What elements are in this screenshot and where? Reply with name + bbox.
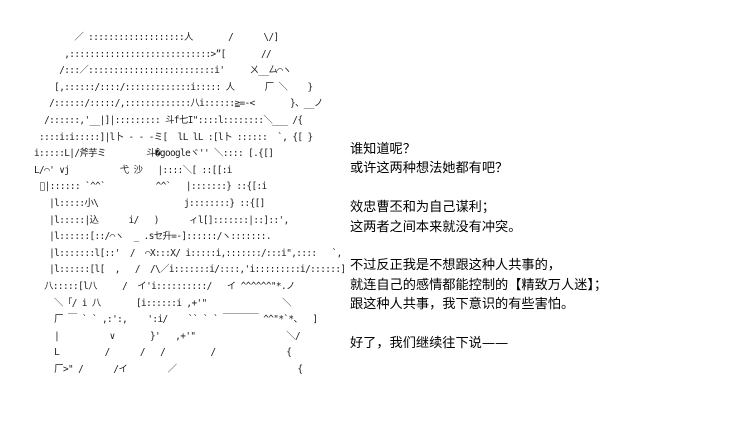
dialogue-paragraph: 效忠曹丕和为自己谋利； 这两者之间本来就没有冲突。 <box>350 198 730 237</box>
ascii-art-line: |l:::::::l[::' / ⌒X:::X/ i:::::i,:::::::… <box>34 247 342 259</box>
ascii-art-line: /:::／:::::::::::::::::::::::::i' ㄨ__厶⌒ヽ <box>34 65 292 77</box>
ascii-art-line: ＼「/ i 八 [i::::::i ,+'" ＼ <box>34 297 292 309</box>
dialogue-line: 就连自己的感情都能控制的【精致万人迷】； <box>350 277 608 293</box>
ascii-art-line: i:::::L|/斧芋ミ 斗�googleヾ'' ＼:::: [.{[] <box>34 148 274 160</box>
ascii-art-line: |l:::::小\ j::::::::} ::{[] <box>34 197 265 209</box>
dialogue-paragraph: 谁知道呢？ 或许这两种想法她都有吧？ <box>350 140 730 179</box>
dialogue-line: 谁知道呢？ <box>350 142 416 157</box>
dialogue-line: 跟这种人共事，我下意识的有些害怕。 <box>350 297 575 313</box>
dialogue-paragraph: 好了，我们继续往下说—— <box>350 334 730 353</box>
dialogue-text: 谁知道呢？ 或许这两种想法她都有吧？ 效忠曹丕和为自己谋利； 这两者之间本来就没有冲突… <box>350 140 730 373</box>
ascii-art-line: | ∨ }' ,+'" ＼/ <box>34 330 301 342</box>
ascii-art-line: ::::i:i:::::]|l卜 ‐ ‐ ‐ミ[ lL lL :[l卜 ::::… <box>34 131 313 143</box>
ascii-art-line: L / / / / { <box>34 347 292 359</box>
ascii-art-illustration: ／ :::::::::::::::::::人 / \/] ,::::::::::… <box>34 30 352 378</box>
dialogue-line: 这两者之间本来就没有冲突。 <box>350 219 522 235</box>
dialogue-paragraph: 不过反正我是不想跟这种人共事的， 就连自己的感情都能控制的【精致万人迷】； 跟这种人… <box>350 256 730 314</box>
dialogue-line: 或许这两种想法她都有吧？ <box>350 161 509 177</box>
ascii-art-line: L/⌒' ∨j 弋 沙 |::::＼[ ::[[:i <box>34 164 232 176</box>
dialogue-line: 不过反正我是不想跟这种人共事的， <box>350 258 561 274</box>
ascii-art-line: ／ :::::::::::::::::::人 / \/] <box>34 32 279 43</box>
ascii-art-line: 厂>" / /イ ／ { <box>34 363 303 375</box>
ascii-art-line: |l:::::|込 i/ ) ィl[]:::::::|::]::', <box>34 214 289 226</box>
ascii-art-line: 八:::::[l八 / イ'i::::::::::/ イ ^^^^^^"*.ノ <box>34 280 295 292</box>
ascii-art-line: /::::::/:::::/,:::::::::::::八i::::::≧=-<… <box>34 98 323 110</box>
ascii-art-line: |l::::::[::/⌒ヽ _ .sセ升=-]::::::/ヽ:::::::. <box>34 231 271 243</box>
ascii-art-line: ﾞ|:::::: `^^` ^^` |:::::::} ::{[:i <box>34 181 267 193</box>
dialogue-line: 好了，我们继续往下说—— <box>350 336 509 352</box>
ascii-art-line: [,::::::/::::/:::::::::::::i::::: 人 厂 ＼ … <box>34 81 313 93</box>
dialogue-line: 效忠曹丕和为自己谋利； <box>350 200 496 216</box>
ascii-art-line: ,::::::::::::::::::::::::::::>”[ // <box>34 48 272 60</box>
ascii-art-line: /::::::,'__|]|::::::::: 斗f七I"::::l::::::… <box>34 114 303 126</box>
ascii-art-line: |l::::::[l[ , / /\／i:::::::i/::::,'i::::… <box>34 264 346 276</box>
ascii-art-line: 厂 ￣ ` ` ,:':, ':i/ `` ` ` ￣￣￣￣ ^^"*`*、 ] <box>34 314 318 326</box>
